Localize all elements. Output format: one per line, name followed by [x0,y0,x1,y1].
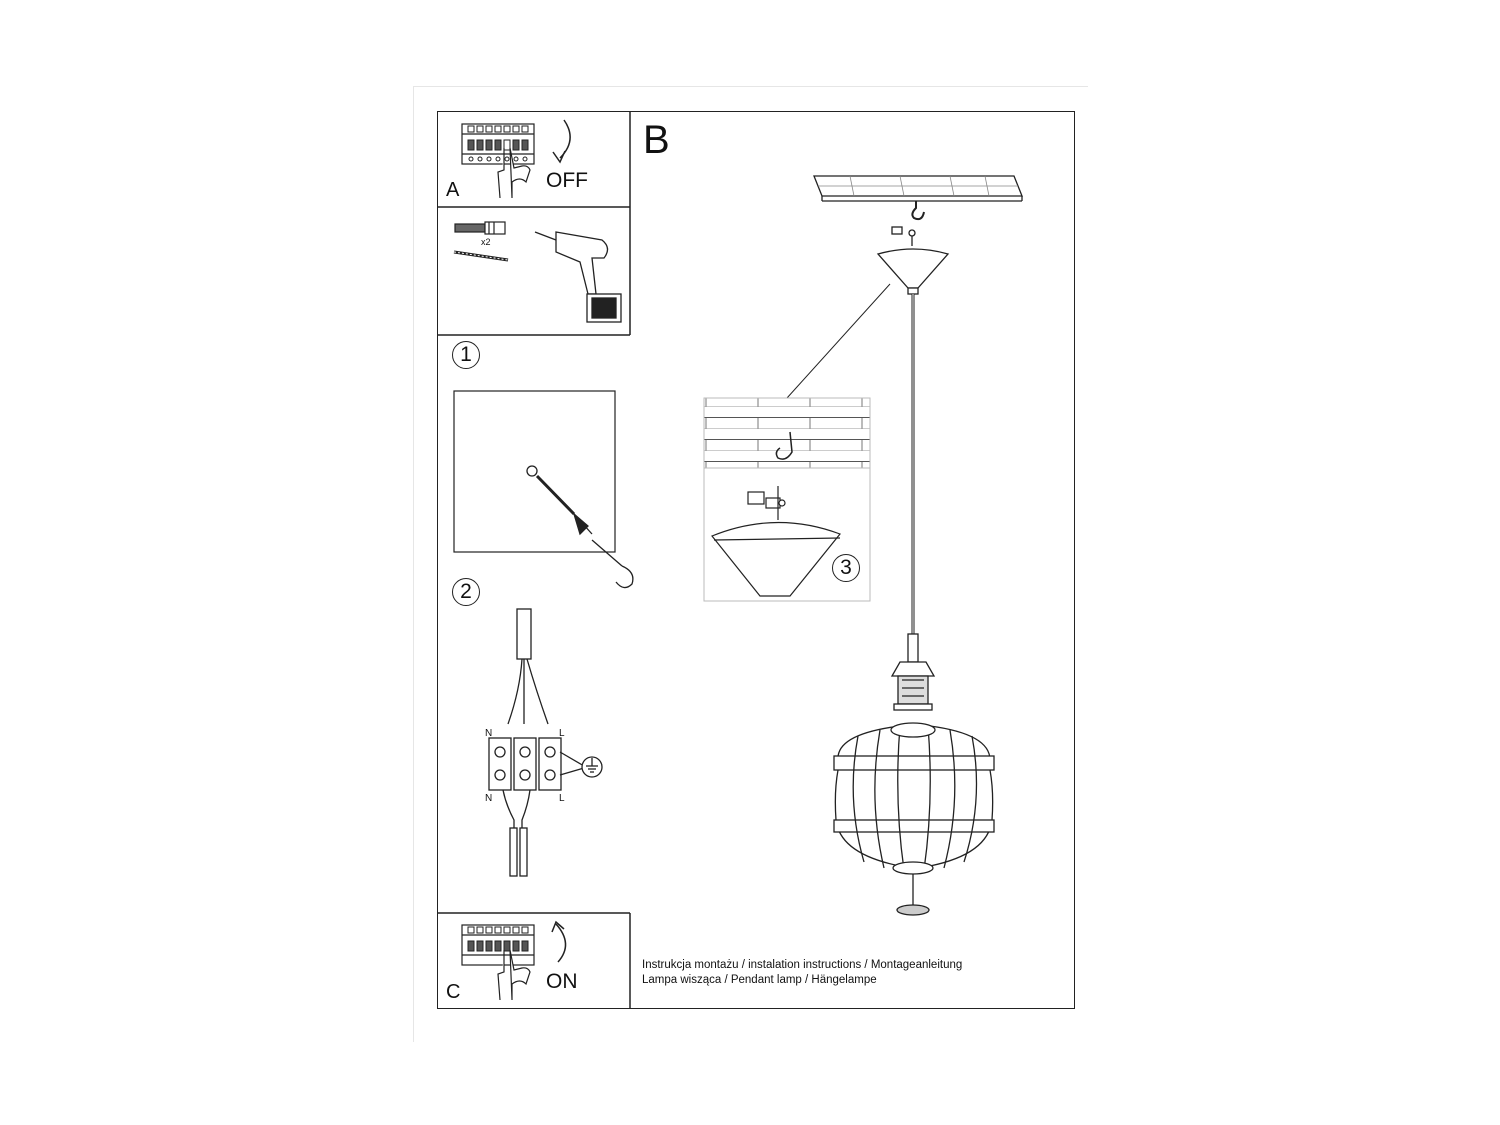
step-2-number: 2 [452,578,480,606]
ceiling-plate [813,175,1023,202]
panel-a-label: A [446,179,460,201]
caption-line-2: Lampa wisząca / Pendant lamp / Hängelamp… [642,974,877,986]
detail-canopy [711,486,841,597]
caption-line-1: Instrukcja montażu / instalation instruc… [642,959,963,971]
live-label-bottom: L [559,793,565,804]
manual-page [413,86,1088,1042]
panel-c-label: C [446,981,461,1003]
breaker-panel-off [461,123,535,165]
panel-b-label: B [643,118,670,162]
lamp-holder [890,633,936,711]
cage-shade [833,722,995,916]
step-3-number: 3 [832,554,860,582]
step-1-number: 1 [452,341,480,369]
hand-on-icon [497,949,531,1001]
instruction-frame [437,111,1075,1009]
live-label-top: L [559,728,565,739]
neutral-label-top: N [485,728,493,739]
arrow-up-icon [555,923,567,963]
power-off-label: OFF [546,169,588,192]
anchor-hook-icon [526,465,634,589]
dowel-and-screw-icon [453,221,509,262]
quantity-label: x2 [481,237,491,247]
neutral-label-bottom: N [485,793,493,804]
hand-off-icon [497,147,531,199]
canopy [876,226,950,295]
caption: Instrukcja montażu / instalation instruc… [642,958,962,988]
power-on-label: ON [546,970,578,993]
detail-leader-line [786,283,891,399]
wiring-diagram [488,608,603,877]
drill-icon [534,231,622,323]
breaker-panel-on [461,924,535,966]
detail-hook-icon [775,431,793,460]
ceiling-hook-icon [911,201,925,221]
